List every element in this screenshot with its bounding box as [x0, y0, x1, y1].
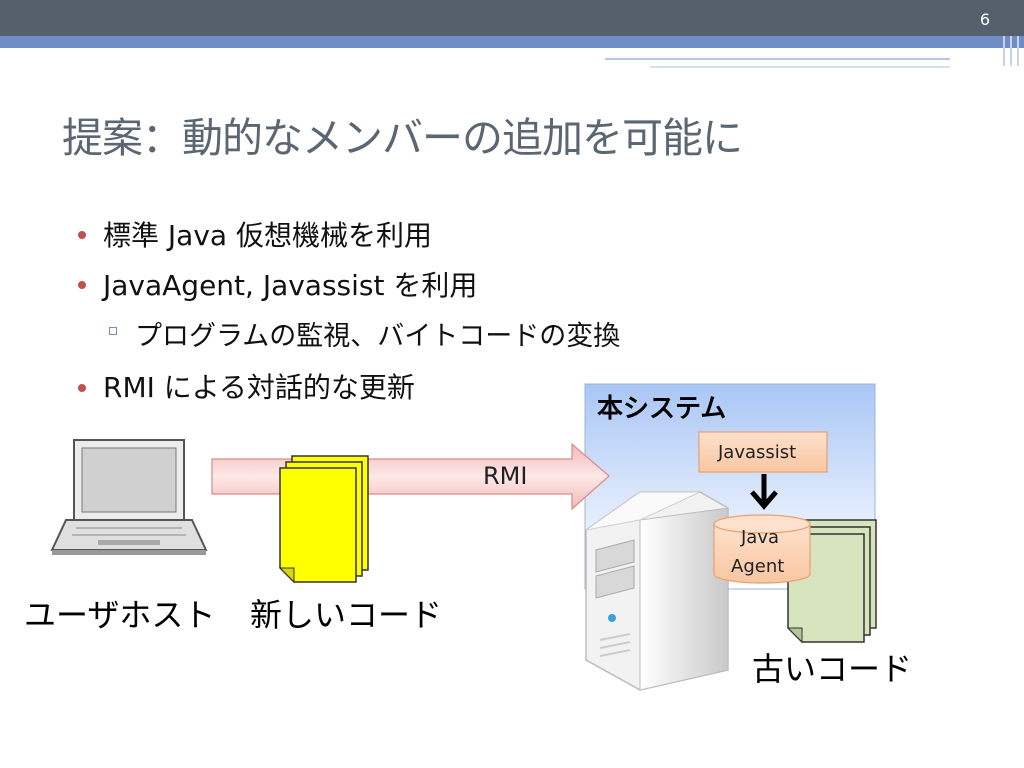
header-vline — [1010, 36, 1012, 66]
slide-number: 6 — [979, 10, 990, 29]
bullet-item: 標準 Java 仮想機械を利用 — [103, 219, 432, 252]
new-code-label: 新しいコード — [250, 596, 443, 634]
header-vline — [1017, 36, 1019, 66]
user-host-label: ユーザホスト — [24, 596, 216, 634]
javassist-label: Javassist — [718, 442, 797, 463]
sub-bullet-item: プログラムの監視、バイトコードの変換 — [135, 321, 621, 352]
agent-label-line1: Java — [741, 527, 780, 548]
bullet-item: RMI による対話的な更新 — [103, 371, 415, 404]
header-accent-bar — [0, 36, 1024, 48]
laptop-icon — [50, 439, 208, 555]
agent-label-line2: Agent — [731, 556, 785, 577]
header-line — [605, 58, 950, 60]
bullet-dot — [78, 281, 86, 289]
down-arrow-icon — [750, 474, 778, 510]
old-code-label: 古いコード — [752, 650, 913, 688]
header-vline — [1003, 36, 1005, 66]
bullet-dot — [78, 384, 86, 392]
header-bar — [0, 0, 1024, 36]
rmi-arrow — [211, 442, 610, 511]
server-tower-icon — [585, 491, 729, 691]
slide-title: 提案：動的なメンバーの追加を可能に — [62, 114, 743, 162]
bullet-item: JavaAgent, Javassist を利用 — [103, 269, 478, 302]
system-label: 本システム — [597, 394, 727, 424]
header-line — [650, 66, 950, 68]
sub-bullet-marker — [109, 327, 117, 335]
bullet-dot — [78, 231, 86, 239]
javassist-box — [698, 431, 828, 473]
rmi-label: RMI — [483, 462, 528, 490]
java-agent-cylinder — [713, 514, 811, 584]
new-code-document-icon — [278, 455, 369, 584]
